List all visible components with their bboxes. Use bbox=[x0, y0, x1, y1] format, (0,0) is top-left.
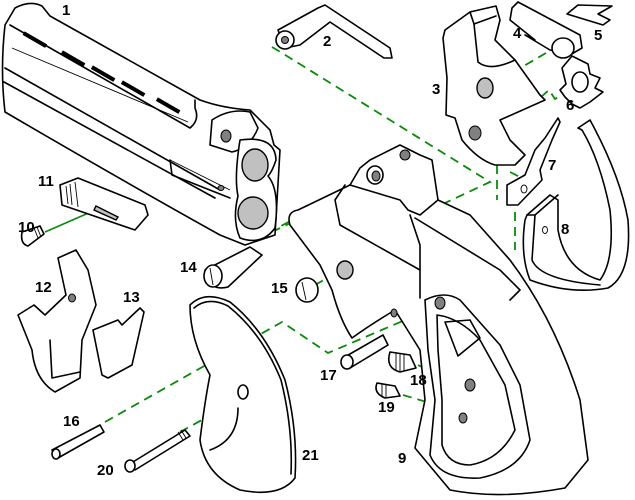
leader-3-to-7 bbox=[496, 165, 523, 200]
part-5-spring bbox=[566, 4, 613, 26]
part-3-hammer bbox=[442, 5, 546, 166]
label-part-10: 10 bbox=[18, 219, 35, 236]
part-16-hammer-pin bbox=[51, 424, 105, 460]
label-part-19: 19 bbox=[378, 399, 395, 416]
label-part-8: 8 bbox=[561, 221, 570, 238]
part-1-barrel bbox=[1, 2, 281, 246]
label-part-13: 13 bbox=[123, 289, 140, 306]
part-19-stop-screw bbox=[375, 382, 401, 399]
part-2-latch-lever bbox=[275, 4, 393, 59]
label-part-12: 12 bbox=[35, 279, 52, 296]
part-7-spring-plate bbox=[506, 117, 561, 206]
leader-2-to-frame bbox=[271, 46, 492, 211]
label-part-9: 9 bbox=[398, 450, 407, 467]
label-part-1: 1 bbox=[62, 2, 71, 19]
label-part-4: 4 bbox=[513, 25, 522, 42]
part-8-hammer-spring bbox=[522, 119, 630, 292]
label-part-16: 16 bbox=[63, 413, 80, 430]
label-part-3: 3 bbox=[432, 81, 441, 98]
label-part-6: 6 bbox=[566, 97, 575, 114]
label-part-18: 18 bbox=[410, 372, 427, 389]
part-17-trigger-pin bbox=[340, 334, 389, 370]
label-part-17: 17 bbox=[320, 367, 337, 384]
part-10-screw bbox=[20, 225, 45, 247]
part-18-spring-screw bbox=[387, 351, 417, 373]
label-part-15: 15 bbox=[271, 280, 288, 297]
part-14-hinge-screw bbox=[203, 246, 263, 289]
label-part-2: 2 bbox=[323, 33, 332, 50]
part-9-frame bbox=[288, 144, 589, 496]
part-12-trigger bbox=[17, 249, 97, 393]
label-part-5: 5 bbox=[594, 27, 603, 44]
label-part-14: 14 bbox=[180, 259, 197, 276]
leader-6-to-hammer bbox=[540, 88, 561, 101]
label-part-20: 20 bbox=[97, 462, 114, 479]
label-part-7: 7 bbox=[548, 157, 557, 174]
label-part-21: 21 bbox=[302, 447, 319, 464]
leader-4-to-hammer bbox=[516, 52, 547, 71]
label-part-11: 11 bbox=[38, 173, 54, 190]
part-4-ratchet-pawl bbox=[509, 1, 583, 59]
part-21-grip-panel bbox=[189, 295, 297, 494]
part-15-latch-screw bbox=[295, 277, 319, 303]
leader-16-to-frame bbox=[104, 304, 441, 423]
part-13-trigger-spring bbox=[92, 307, 145, 379]
part-20-grip-screw bbox=[124, 429, 191, 473]
part-6-ratchet-wheel bbox=[559, 55, 604, 109]
part-11-extractor bbox=[59, 177, 149, 231]
